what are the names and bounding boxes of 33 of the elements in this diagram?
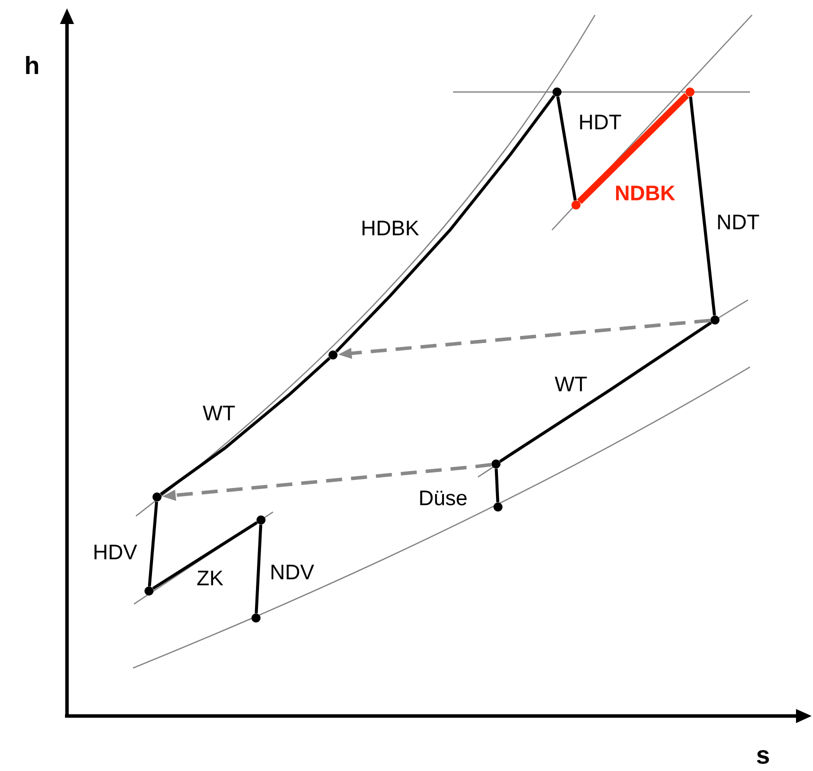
state-point: [152, 492, 162, 502]
state-point: [328, 350, 338, 360]
state-point: [572, 200, 580, 210]
process-line: [254, 524, 262, 614]
edge-label: WT: [202, 404, 236, 422]
state-point: [256, 516, 266, 524]
process-line: [148, 502, 158, 586]
edge-label: HDBK: [360, 220, 420, 236]
axis-label: h: [26, 56, 38, 74]
process-line: [335, 94, 556, 353]
edge-label: ZK: [196, 570, 224, 586]
state-point: [492, 460, 500, 468]
state-point: [252, 614, 260, 622]
process-line: [499, 321, 712, 463]
process-line: [577, 93, 689, 204]
edge-label: Düse: [418, 490, 469, 506]
edge-label: NDT: [715, 214, 761, 230]
process-line: [556, 96, 577, 201]
process-line: [160, 357, 331, 496]
axis-label: s: [756, 750, 769, 764]
edge-label: HDV: [92, 544, 138, 560]
state-point: [552, 88, 562, 96]
state-point: [686, 88, 694, 96]
state-point: [710, 316, 720, 324]
edge-label: HDT: [577, 114, 623, 130]
state-point: [144, 586, 154, 596]
state-point: [494, 502, 502, 512]
process-line: [152, 521, 258, 590]
process-line: [689, 96, 716, 316]
edge-label: NDBK: [614, 184, 676, 202]
edge-label: WT: [554, 376, 588, 392]
edge-label: NDV: [268, 564, 316, 580]
process-line: [494, 468, 500, 502]
